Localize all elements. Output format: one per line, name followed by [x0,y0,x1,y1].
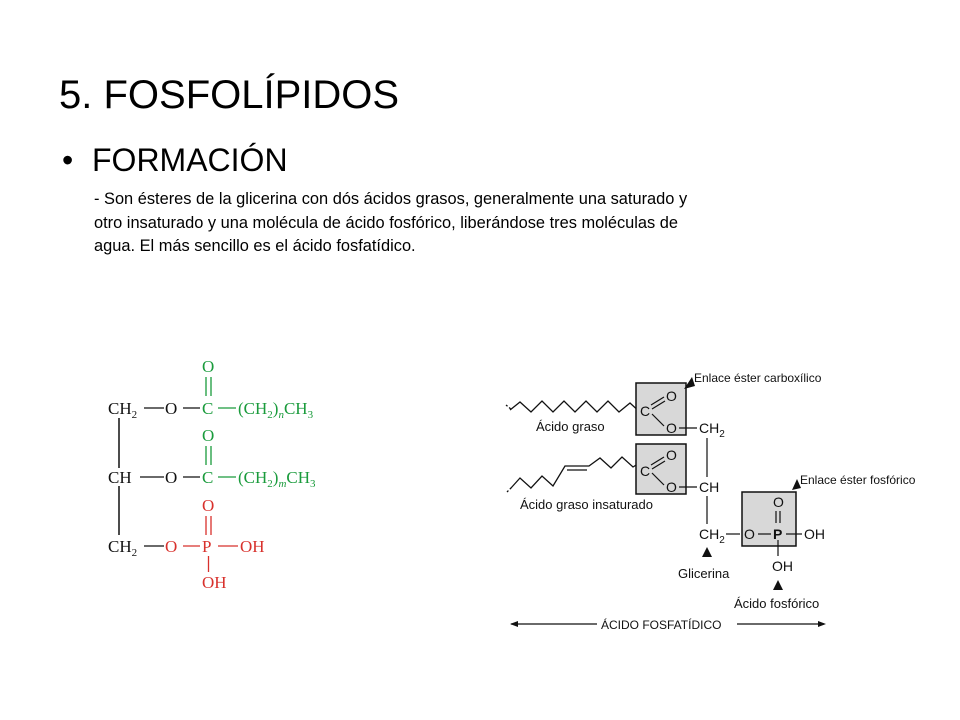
atom-p-oh-bottom: OH [772,558,793,574]
row1-ch: CH2 [108,399,137,421]
body-line: otro insaturado y una molécula de ácido … [94,213,679,232]
atom-p-top-o: O [773,494,784,510]
row3-top-o: O [202,496,214,515]
atom-c1: C [640,403,650,419]
label-acido-fosfatidico: ÁCIDO FOSFATÍDICO [601,617,721,632]
label-acido-fosforico: Ácido fosfórico [734,596,819,611]
label-acido-graso-insaturado: Ácido graso insaturado [520,497,653,512]
span-arrow-right-icon [818,621,826,627]
atom-o1-bottom: O [666,420,677,436]
row1-o: O [165,399,177,418]
unsaturated-chain [510,456,642,489]
row2-top-o: O [202,426,214,445]
row2-o: O [165,468,177,487]
span-arrow-left-icon [510,621,518,627]
row2-ch: CH [108,468,132,487]
body-line: - Son ésteres de la glicerina con dós ác… [94,190,688,208]
row3-o: O [165,537,177,556]
body-paragraph: - Son ésteres de la glicerina con dós ác… [94,188,894,259]
body-line: agua. El más sencillo es el ácido fosfat… [94,237,416,255]
arrow-glicerina-icon [702,547,712,557]
label-enlace-carboxilico: Enlace éster carboxílico [694,371,822,385]
phosphate-box [741,491,797,547]
atom-ch2-top: CH2 [699,420,725,440]
ester-box-2 [635,443,687,495]
arrow-acido-fosforico-icon [773,580,783,590]
ester-box-1 [635,382,687,436]
bullet-heading: • FORMACIÓN [62,140,288,180]
atom-ch-mid: CH [699,479,719,495]
atom-p: P [773,526,782,542]
row3-p: P [202,537,211,556]
label-enlace-fosforico: Enlace éster fosfórico [800,473,916,487]
row1-top-o: O [202,357,214,376]
row1-chain: (CH2)nCH3 [238,399,314,421]
atom-o2-top: O [666,447,677,463]
saturated-chain [509,400,642,414]
atom-o-link: O [744,526,755,542]
row3-oh-bottom: OH [202,573,227,592]
label-acido-graso: Ácido graso [536,419,605,434]
row1-c: C [202,399,213,418]
slide-title: 5. FOSFOLÍPIDOS [59,73,400,117]
bullet-text: FORMACIÓN [92,142,288,178]
arrow-carboxilico-icon [684,377,695,389]
atom-ch2-bottom: CH2 [699,526,725,546]
atom-p-oh-right: OH [804,526,825,542]
title-number: 5 [59,73,82,117]
atom-o1-top: O [666,388,677,404]
atom-c2: C [640,463,650,479]
row2-c: C [202,468,213,487]
title-text: FOSFOLÍPIDOS [103,73,400,117]
row2-chain: (CH2)mCH3 [238,468,316,490]
row3-oh-right: OH [240,537,265,556]
row3-ch: CH2 [108,537,137,559]
label-glicerina: Glicerina [678,566,730,581]
arrow-fosforico-icon [792,479,801,490]
bullet-dot-icon: • [62,142,74,178]
atom-o2-bottom: O [666,479,677,495]
